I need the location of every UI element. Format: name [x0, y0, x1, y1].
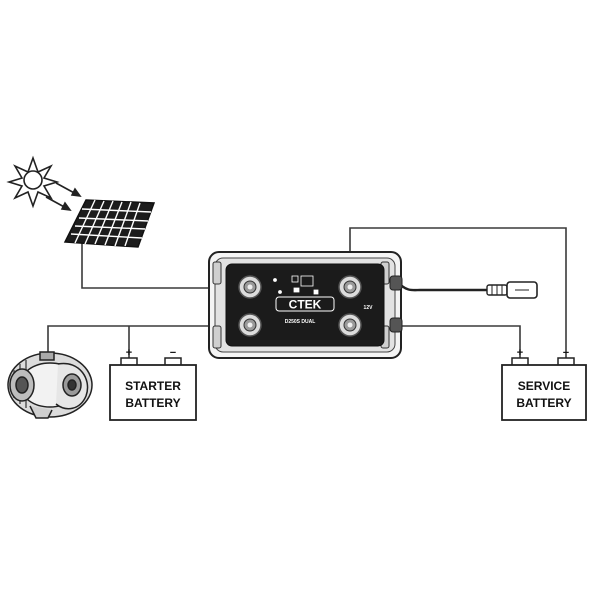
starter-battery-label-line2: BATTERY	[125, 396, 180, 410]
service-battery-label-line2: BATTERY	[516, 396, 571, 410]
service-battery-minus-symbol: −	[563, 347, 569, 359]
charger-icon: CTEK 12V D250S DUAL	[208, 251, 403, 359]
charger-status-indicators	[273, 275, 319, 295]
service-battery-plus-symbol: +	[517, 347, 523, 359]
service-battery-label-line1: SERVICE	[518, 379, 570, 393]
wire-service-plus	[390, 325, 521, 362]
ctek-logo: CTEK	[275, 296, 335, 312]
starter-battery-minus-symbol: −	[170, 347, 176, 359]
charger-terminal-bottom-left	[238, 313, 262, 337]
charger-terminal-top-right	[338, 275, 362, 299]
wire-starter-bus	[47, 325, 238, 358]
temperature-sensor-icon	[397, 281, 538, 299]
starter-battery: + − STARTER BATTERY	[109, 347, 197, 421]
alternator-icon	[7, 351, 93, 419]
device-voltage: 12V	[364, 305, 374, 311]
service-battery: + − SERVICE BATTERY	[501, 347, 587, 421]
sun-icon	[6, 155, 82, 212]
charger-terminal-bottom-right	[338, 313, 362, 337]
charger-terminal-top-left	[238, 275, 262, 299]
starter-battery-label-line1: STARTER	[125, 379, 181, 393]
device-model: D250S DUAL	[285, 319, 316, 325]
wire-solar-input	[81, 240, 238, 289]
starter-battery-plus-symbol: +	[126, 347, 132, 359]
solar-panel-icon	[63, 199, 156, 248]
device-brand: CTEK	[289, 298, 322, 312]
